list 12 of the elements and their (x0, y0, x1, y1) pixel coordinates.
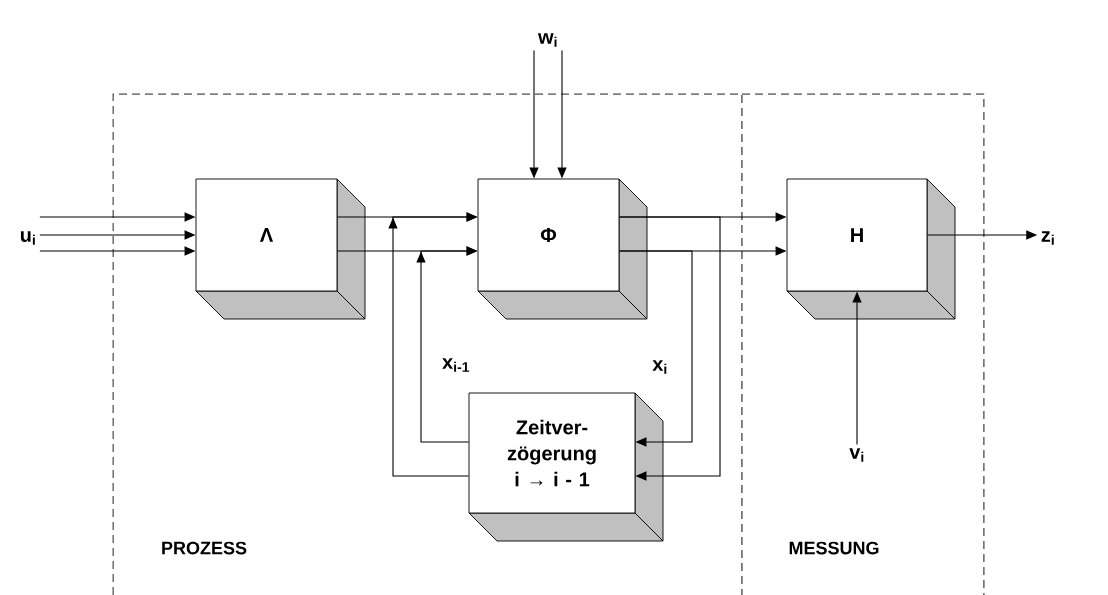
edge-label: x$_{i-1}$ (442, 358, 470, 372)
block-box: Φ (477, 178, 648, 320)
arrow (618, 216, 721, 481)
signal-label: v$_{i}$ (849, 448, 864, 462)
signal-label: w$_{i}$ (537, 33, 557, 47)
signal-label: z$_{i}$ (1041, 231, 1054, 245)
block-box: Λ (195, 178, 366, 320)
edge-label: x$_{i}$ (652, 360, 667, 374)
block-box: H (786, 178, 956, 320)
arrow (618, 250, 693, 447)
signal-label: u$_{i}$ (20, 231, 35, 245)
block-box: Zeitver- zögerung i → i - 1 (468, 392, 664, 542)
